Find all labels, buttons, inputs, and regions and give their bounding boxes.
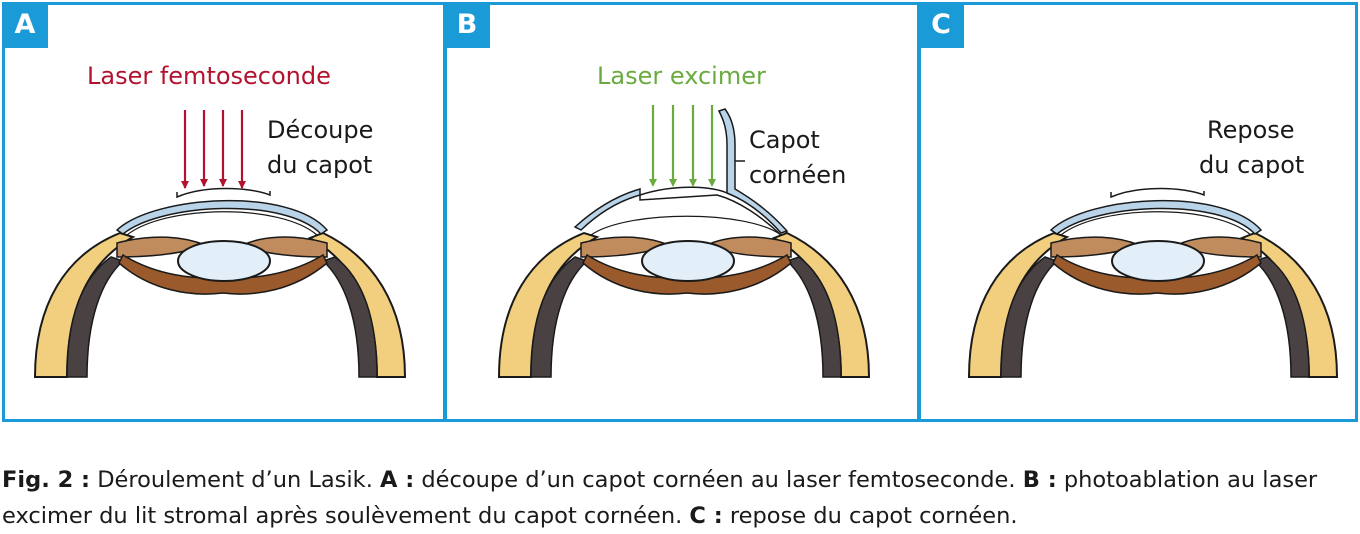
caption-fig-label: Fig. 2 : xyxy=(2,467,91,493)
caption-c-text: repose du capot cornéen. xyxy=(722,503,1018,529)
panel-tag-b: B xyxy=(444,2,490,48)
panel-tag-c: C xyxy=(918,2,964,48)
caption-a-label: A : xyxy=(380,467,415,493)
cornea xyxy=(115,200,329,235)
laser-label-excimer: Laser excimer xyxy=(597,62,766,90)
lens xyxy=(177,240,271,282)
lens xyxy=(641,240,735,282)
annotation-line2: du capot xyxy=(267,151,373,179)
corneal-flap xyxy=(717,108,789,234)
caption-intro: Déroulement d’un Lasik. xyxy=(90,467,380,493)
eye-anatomy-b xyxy=(497,108,871,378)
eye-diagram-c xyxy=(967,187,1339,378)
annotation-line1: Capot xyxy=(749,126,820,154)
caption-b-label: B : xyxy=(1022,467,1057,493)
flap-repositioned xyxy=(1110,187,1205,199)
eye-diagram-b xyxy=(497,105,871,378)
figure-caption: Fig. 2 : Déroulement d’un Lasik. A : déc… xyxy=(2,462,1358,534)
annotation-line2: du capot xyxy=(1199,151,1305,179)
laser-beams-excimer xyxy=(649,105,716,187)
caption-a-text: découpe d’un capot cornéen au laser femt… xyxy=(414,467,1023,493)
eye-diagram-a xyxy=(33,110,407,378)
annotation-line1: Repose xyxy=(1207,116,1295,144)
caption-b-text: photoablation au laser excimer du lit st… xyxy=(2,467,1318,529)
caption-c-label: C : xyxy=(689,503,723,529)
panel-c: C Repose du capot xyxy=(918,2,1358,422)
annotation-line2: cornéen xyxy=(749,161,847,189)
panel-tag-a: A xyxy=(2,2,48,48)
laser-beams-femto xyxy=(181,110,246,189)
lens xyxy=(1111,240,1205,282)
cornea-left xyxy=(573,188,641,231)
flap-cut xyxy=(176,187,271,199)
panel-b: B xyxy=(444,2,920,422)
eye-anatomy-a xyxy=(33,187,407,378)
panel-a: A xyxy=(2,2,446,422)
cornea xyxy=(1049,200,1263,235)
eye-anatomy-c xyxy=(967,187,1339,378)
lasik-figure: A xyxy=(2,2,1358,422)
laser-label-femto: Laser femtoseconde xyxy=(87,62,331,90)
annotation-line1: Découpe xyxy=(267,116,374,144)
